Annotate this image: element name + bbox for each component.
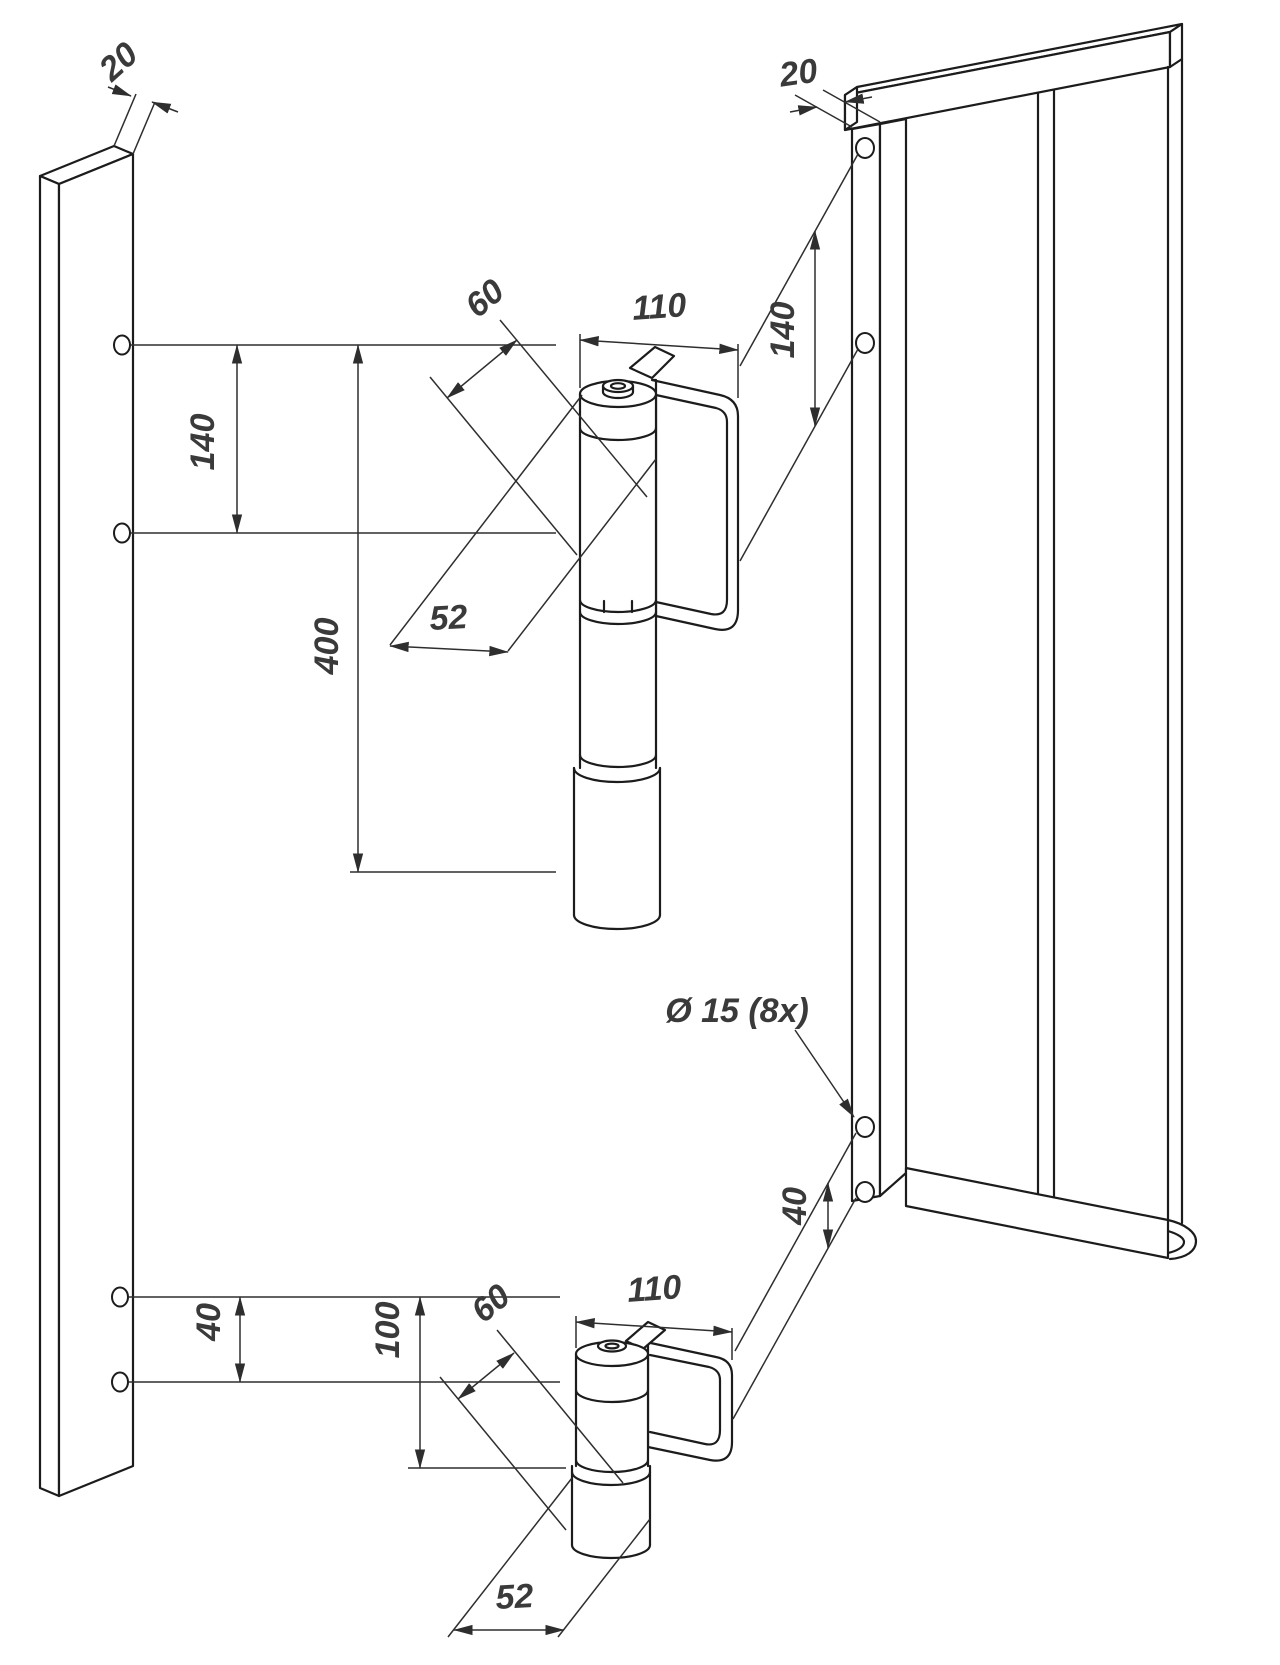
dim-line-top-hinge-offset xyxy=(446,339,518,399)
dim-line-bottom-hinge-offset xyxy=(457,1352,515,1400)
dim-label-bottom-hinge-width: 110 xyxy=(626,1268,683,1310)
post-front-face xyxy=(57,152,135,1498)
top-hinge-barrel-fill xyxy=(574,394,660,929)
hinge-stile-front-face xyxy=(850,122,882,1203)
top-hinge-pin xyxy=(601,378,635,394)
leader-hole-spec xyxy=(794,1029,855,1118)
top-hinge-ring-2 xyxy=(578,753,658,769)
frame-hole-bottom-2 xyxy=(855,1181,875,1203)
ext-line-bottom-hinge-depth-2 xyxy=(557,1518,651,1638)
dim-label-post-bottom-hole-spacing: 40 xyxy=(190,1303,228,1342)
post-hole-top-1 xyxy=(113,334,131,356)
post-left-face xyxy=(38,174,61,1498)
bottom-hinge-barrel-fill xyxy=(572,1354,650,1558)
dim-label-post-thickness: 20 xyxy=(91,35,145,89)
cap-right-end-face xyxy=(1168,22,1184,69)
bottom-rail-front-face xyxy=(904,1166,1170,1260)
ext-line-top-hinge-offset-1 xyxy=(429,376,578,556)
top-hinge-joint-upper-arc xyxy=(578,598,658,614)
ext-line-top-hinge-offset-2 xyxy=(499,319,648,498)
arrow-post-thickness-right xyxy=(151,101,179,114)
frame-hole-top-1 xyxy=(855,137,875,159)
dim-line-bottom-hinge-width xyxy=(575,1318,733,1336)
dim-label-bottom-hinge-depth: 52 xyxy=(495,1577,535,1617)
gate-frame xyxy=(843,22,1198,1261)
top-hinge-tab xyxy=(628,345,676,380)
dim-label-top-hinge-depth: 52 xyxy=(429,598,469,638)
top-hinge-joint-lower-arc xyxy=(578,610,658,626)
bottom-hinge xyxy=(570,1320,734,1560)
bottom-hinge-bracket-outer xyxy=(644,1340,734,1462)
ext-line-top-hinge-depth-2 xyxy=(507,458,657,652)
dim-line-top-hinge-depth xyxy=(389,641,509,657)
top-hinge xyxy=(572,345,740,931)
ext-line-frame-hole-top-1 xyxy=(739,153,859,367)
dim-label-bottom-hinge-height: 100 xyxy=(369,1302,407,1359)
bottom-hinge-sleeve-ring xyxy=(570,1470,652,1487)
ext-line-post-thickness-1 xyxy=(113,93,137,147)
bottom-hinge-bottom-arc xyxy=(570,1543,652,1560)
bottom-hinge-ring-1 xyxy=(574,1388,650,1404)
top-hinge-pin-base-arc xyxy=(601,390,635,400)
hinge-stile-side-face xyxy=(878,117,908,1198)
dim-label-hole-spec: Ø 15 (8x) xyxy=(665,992,809,1030)
dim-label-frame-thickness: 20 xyxy=(776,52,820,95)
dim-line-top-hinge-width xyxy=(579,335,739,355)
bottom-rail-end-curve xyxy=(1166,1218,1198,1261)
dim-label-frame-top-hole-spacing: 140 xyxy=(764,302,802,359)
bottom-hinge-bracket-inner xyxy=(648,1353,722,1446)
arrow-frame-thickness-left xyxy=(789,105,818,116)
dimension-labels: 20 20 60 110 140 140 400 52 Ø 15 (8x) 40… xyxy=(91,35,820,1617)
dim-label-top-hinge-length: 400 xyxy=(308,618,346,676)
frame-hole-top-2 xyxy=(855,332,875,354)
top-hinge-sleeve-ring xyxy=(572,766,662,784)
top-hinge-pin-inner xyxy=(609,382,627,390)
ext-line-bottom-hinge-depth-1 xyxy=(447,1477,573,1638)
arrow-frame-thickness-right xyxy=(844,93,873,104)
post-hole-top-2 xyxy=(113,522,131,544)
dimension-lines xyxy=(107,84,881,1638)
bottom-hinge-pin xyxy=(596,1339,628,1353)
ext-line-bottom-hinge-offset-1 xyxy=(439,1376,567,1531)
ext-line-frame-hole-bottom-2 xyxy=(732,1197,857,1420)
dim-label-top-hinge-offset: 60 xyxy=(458,272,511,325)
top-hinge-bracket-inner xyxy=(654,393,729,616)
ext-line-frame-thickness-1 xyxy=(794,94,853,128)
bottom-hinge-pin-inner xyxy=(604,1342,620,1350)
ext-line-frame-hole-top-2 xyxy=(739,348,859,562)
ext-line-post-thickness-2 xyxy=(132,101,156,155)
ext-line-top-hinge-depth-1 xyxy=(389,394,583,646)
dim-label-frame-bottom-hole-spacing: 40 xyxy=(776,1187,814,1226)
bottom-hinge-joint-upper-arc xyxy=(574,1458,650,1474)
ext-line-frame-thickness-2 xyxy=(822,89,881,123)
ext-line-bottom-hinge-offset-2 xyxy=(496,1329,624,1484)
bottom-rail-end-inner-curve xyxy=(1166,1229,1186,1255)
top-hinge-ring-1 xyxy=(578,426,658,442)
top-hinge-bracket-outer xyxy=(650,378,740,631)
dim-label-post-top-hole-spacing: 140 xyxy=(184,414,222,471)
left-post xyxy=(38,144,135,1498)
ext-line-frame-hole-bottom-1 xyxy=(734,1132,857,1352)
dim-label-top-hinge-width: 110 xyxy=(631,286,688,328)
post-hole-bottom-2 xyxy=(111,1371,129,1393)
arrow-post-thickness-left xyxy=(107,84,132,97)
top-hinge-bottom-arc xyxy=(572,913,662,931)
frame-hole-bottom-1 xyxy=(855,1116,875,1138)
post-hole-bottom-1 xyxy=(111,1286,129,1308)
dim-label-bottom-hinge-offset: 60 xyxy=(464,1277,517,1330)
